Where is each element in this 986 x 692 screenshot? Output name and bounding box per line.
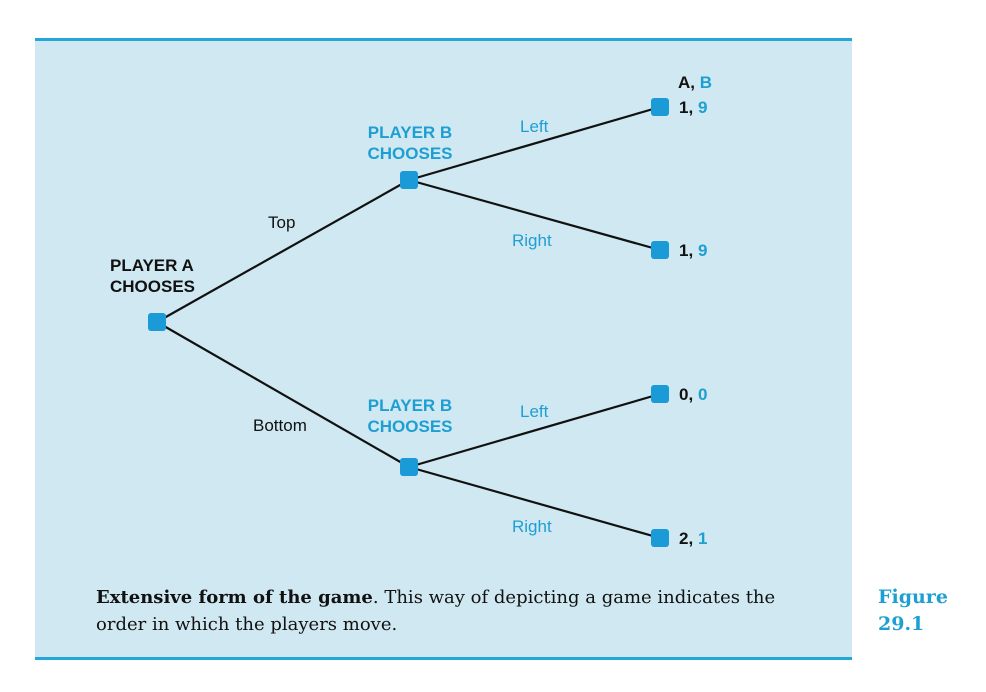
terminal-node-3 — [651, 385, 669, 403]
payoff-1-b: 9 — [697, 98, 708, 117]
top-rule — [35, 38, 852, 41]
player-a-label: PLAYER A CHOOSES — [110, 255, 195, 297]
node-player-a — [148, 313, 166, 331]
payoff-4: 2, 1 — [679, 530, 707, 547]
figure-panel — [35, 38, 852, 660]
terminal-node-4 — [651, 529, 669, 547]
payoff-header: A, B — [678, 74, 712, 91]
player-a-label-line1: PLAYER A — [110, 256, 194, 275]
edge-label-bottom-left: Left — [520, 402, 549, 421]
edge-label-top-right: Right — [512, 231, 552, 250]
edge-top-left — [408, 105, 661, 182]
edge-bottom-left — [408, 392, 661, 469]
payoff-4-b: 1 — [697, 529, 708, 548]
figure-label-number: 29.1 — [878, 613, 925, 635]
payoff-3: 0, 0 — [679, 386, 707, 403]
edge-bottom — [156, 321, 410, 468]
node-player-b-bottom — [400, 458, 418, 476]
edge-bottom-right — [408, 465, 661, 540]
payoff-3-a: 0 — [679, 385, 689, 404]
player-b-top-label-line2: CHOOSES — [367, 144, 453, 163]
figure-label: Figure 29.1 — [878, 584, 948, 638]
caption-title: Extensive form of the game — [96, 587, 373, 608]
player-b-bottom-label-line1: PLAYER B — [367, 396, 453, 415]
terminal-node-2 — [651, 241, 669, 259]
player-b-top-label-line1: PLAYER B — [367, 123, 453, 142]
payoff-2-separator: , — [688, 241, 694, 260]
figure-caption: Extensive form of the game. This way of … — [96, 584, 796, 638]
edge-label-bottom: Bottom — [253, 416, 307, 435]
payoff-4-a: 2 — [679, 529, 689, 548]
figure-label-word: Figure — [878, 586, 948, 608]
edge-label-top: Top — [268, 213, 296, 232]
player-b-bottom-label-line2: CHOOSES — [367, 417, 453, 436]
payoff-3-b: 0 — [697, 385, 708, 404]
player-b-bottom-label: PLAYER B CHOOSES — [362, 395, 458, 437]
payoff-2: 1, 9 — [679, 242, 707, 259]
payoff-1-separator: , — [688, 98, 694, 117]
bottom-rule — [35, 657, 852, 660]
header-player-b: B — [699, 73, 713, 92]
terminal-node-1 — [651, 98, 669, 116]
payoff-2-b: 9 — [697, 241, 708, 260]
payoff-1-a: 1 — [679, 98, 689, 117]
header-separator: , — [690, 73, 696, 92]
node-player-b-top — [400, 171, 418, 189]
edge-top-right — [408, 178, 661, 252]
player-a-label-line2: CHOOSES — [110, 277, 196, 296]
edge-label-bottom-right: Right — [512, 517, 552, 536]
edge-label-top-left: Left — [520, 117, 549, 136]
caption-text: . This way of depicting a game indicates… — [96, 587, 776, 635]
payoff-1: 1, 9 — [679, 99, 707, 116]
payoff-2-a: 1 — [679, 241, 689, 260]
edge-top — [156, 179, 410, 323]
player-b-top-label: PLAYER B CHOOSES — [362, 122, 458, 164]
payoff-3-separator: , — [688, 385, 694, 404]
payoff-4-separator: , — [688, 529, 694, 548]
header-player-a: A — [678, 73, 691, 92]
